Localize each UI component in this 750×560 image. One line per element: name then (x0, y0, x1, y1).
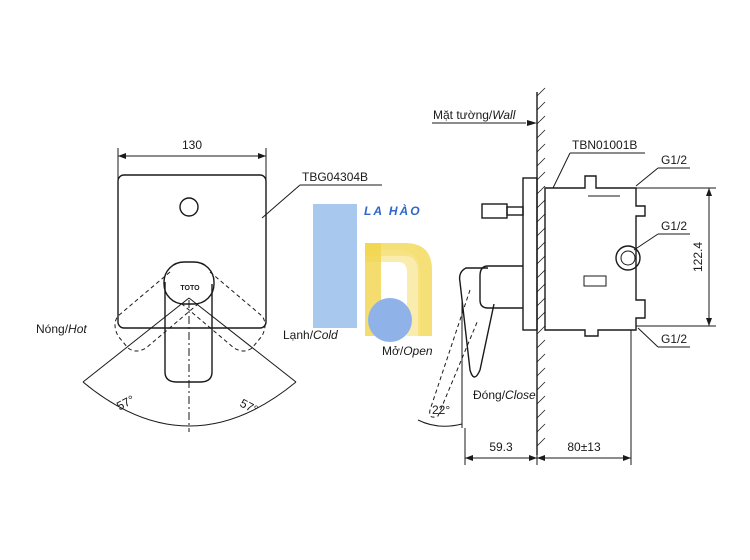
angle-line-right (188, 297, 297, 383)
lever-hot-position (114, 271, 199, 352)
watermark-logo: LA HÀO (313, 203, 432, 342)
depth-arrow-3 (537, 455, 545, 461)
depth-back-dimension: 80±13 (567, 440, 601, 454)
dim-arrow-left (118, 153, 126, 159)
dim-arrow-right (258, 153, 266, 159)
body-model-leader (552, 152, 571, 189)
mid-port (615, 245, 641, 271)
watermark-circle (368, 298, 412, 342)
port-bottom-leader (637, 327, 659, 348)
width-dimension: 130 (182, 138, 202, 152)
lever-cold-position (181, 271, 266, 352)
handle-hub (163, 261, 215, 305)
watermark-text: LA HÀO (364, 203, 422, 218)
plate-side (522, 177, 538, 331)
port-top-label: G1/2 (661, 153, 687, 167)
handle-side-hub (479, 265, 523, 309)
diverter-stem (506, 206, 524, 216)
plate-model-label: TBG04304B (302, 170, 368, 184)
cold-label: Lạnh/Cold (283, 328, 338, 342)
port-mid-label: G1/2 (661, 219, 687, 233)
cover-plate (117, 174, 267, 329)
watermark-blue-bar (313, 204, 357, 328)
depth-arrow-2 (529, 455, 537, 461)
depth-arrow-4 (623, 455, 631, 461)
diverter-knob (481, 203, 508, 219)
open-label: Mở/Open (382, 344, 433, 358)
hot-label: Nóng/Hot (36, 322, 87, 336)
depth-arrow-1 (465, 455, 473, 461)
depth-front-dimension: 59.3 (489, 440, 513, 454)
wall-label: Mặt tường/Wall (433, 108, 516, 122)
angle-right-label: 57° (238, 396, 261, 417)
close-label: Đóng/Close (473, 388, 536, 402)
angle-line-left (82, 297, 190, 383)
angle-arc-22 (417, 419, 463, 427)
side-view: Mặt tường/Wall TBN01001B Mở/Open Đóng/Cl… (382, 87, 716, 465)
front-view: 130 TBG04304B TOTO 57° 57° Nóng/Hot Lạnh… (36, 138, 382, 432)
diverter-hole (179, 197, 199, 217)
height-arrow-top (706, 188, 712, 196)
port-bottom-label: G1/2 (661, 332, 687, 346)
body-model-label: TBN01001B (572, 138, 637, 152)
body-slot (583, 275, 607, 287)
valve-body (544, 175, 646, 337)
lever-open-position (429, 289, 479, 418)
plate-leader (261, 184, 301, 219)
height-dimension: 122.4 (691, 242, 705, 272)
port-mid-leader (633, 233, 659, 251)
port-top-leader (635, 167, 659, 187)
rotation-arc (82, 381, 297, 427)
wall-arrow (527, 120, 537, 126)
brand-logo: TOTO (180, 285, 200, 292)
height-arrow-bottom (706, 318, 712, 326)
mid-port-inner (620, 250, 636, 266)
lever-closed (458, 267, 495, 378)
angle-left-label: 57° (114, 392, 137, 413)
angle-22-label: 22° (432, 403, 450, 417)
wall-hatching (536, 87, 546, 447)
